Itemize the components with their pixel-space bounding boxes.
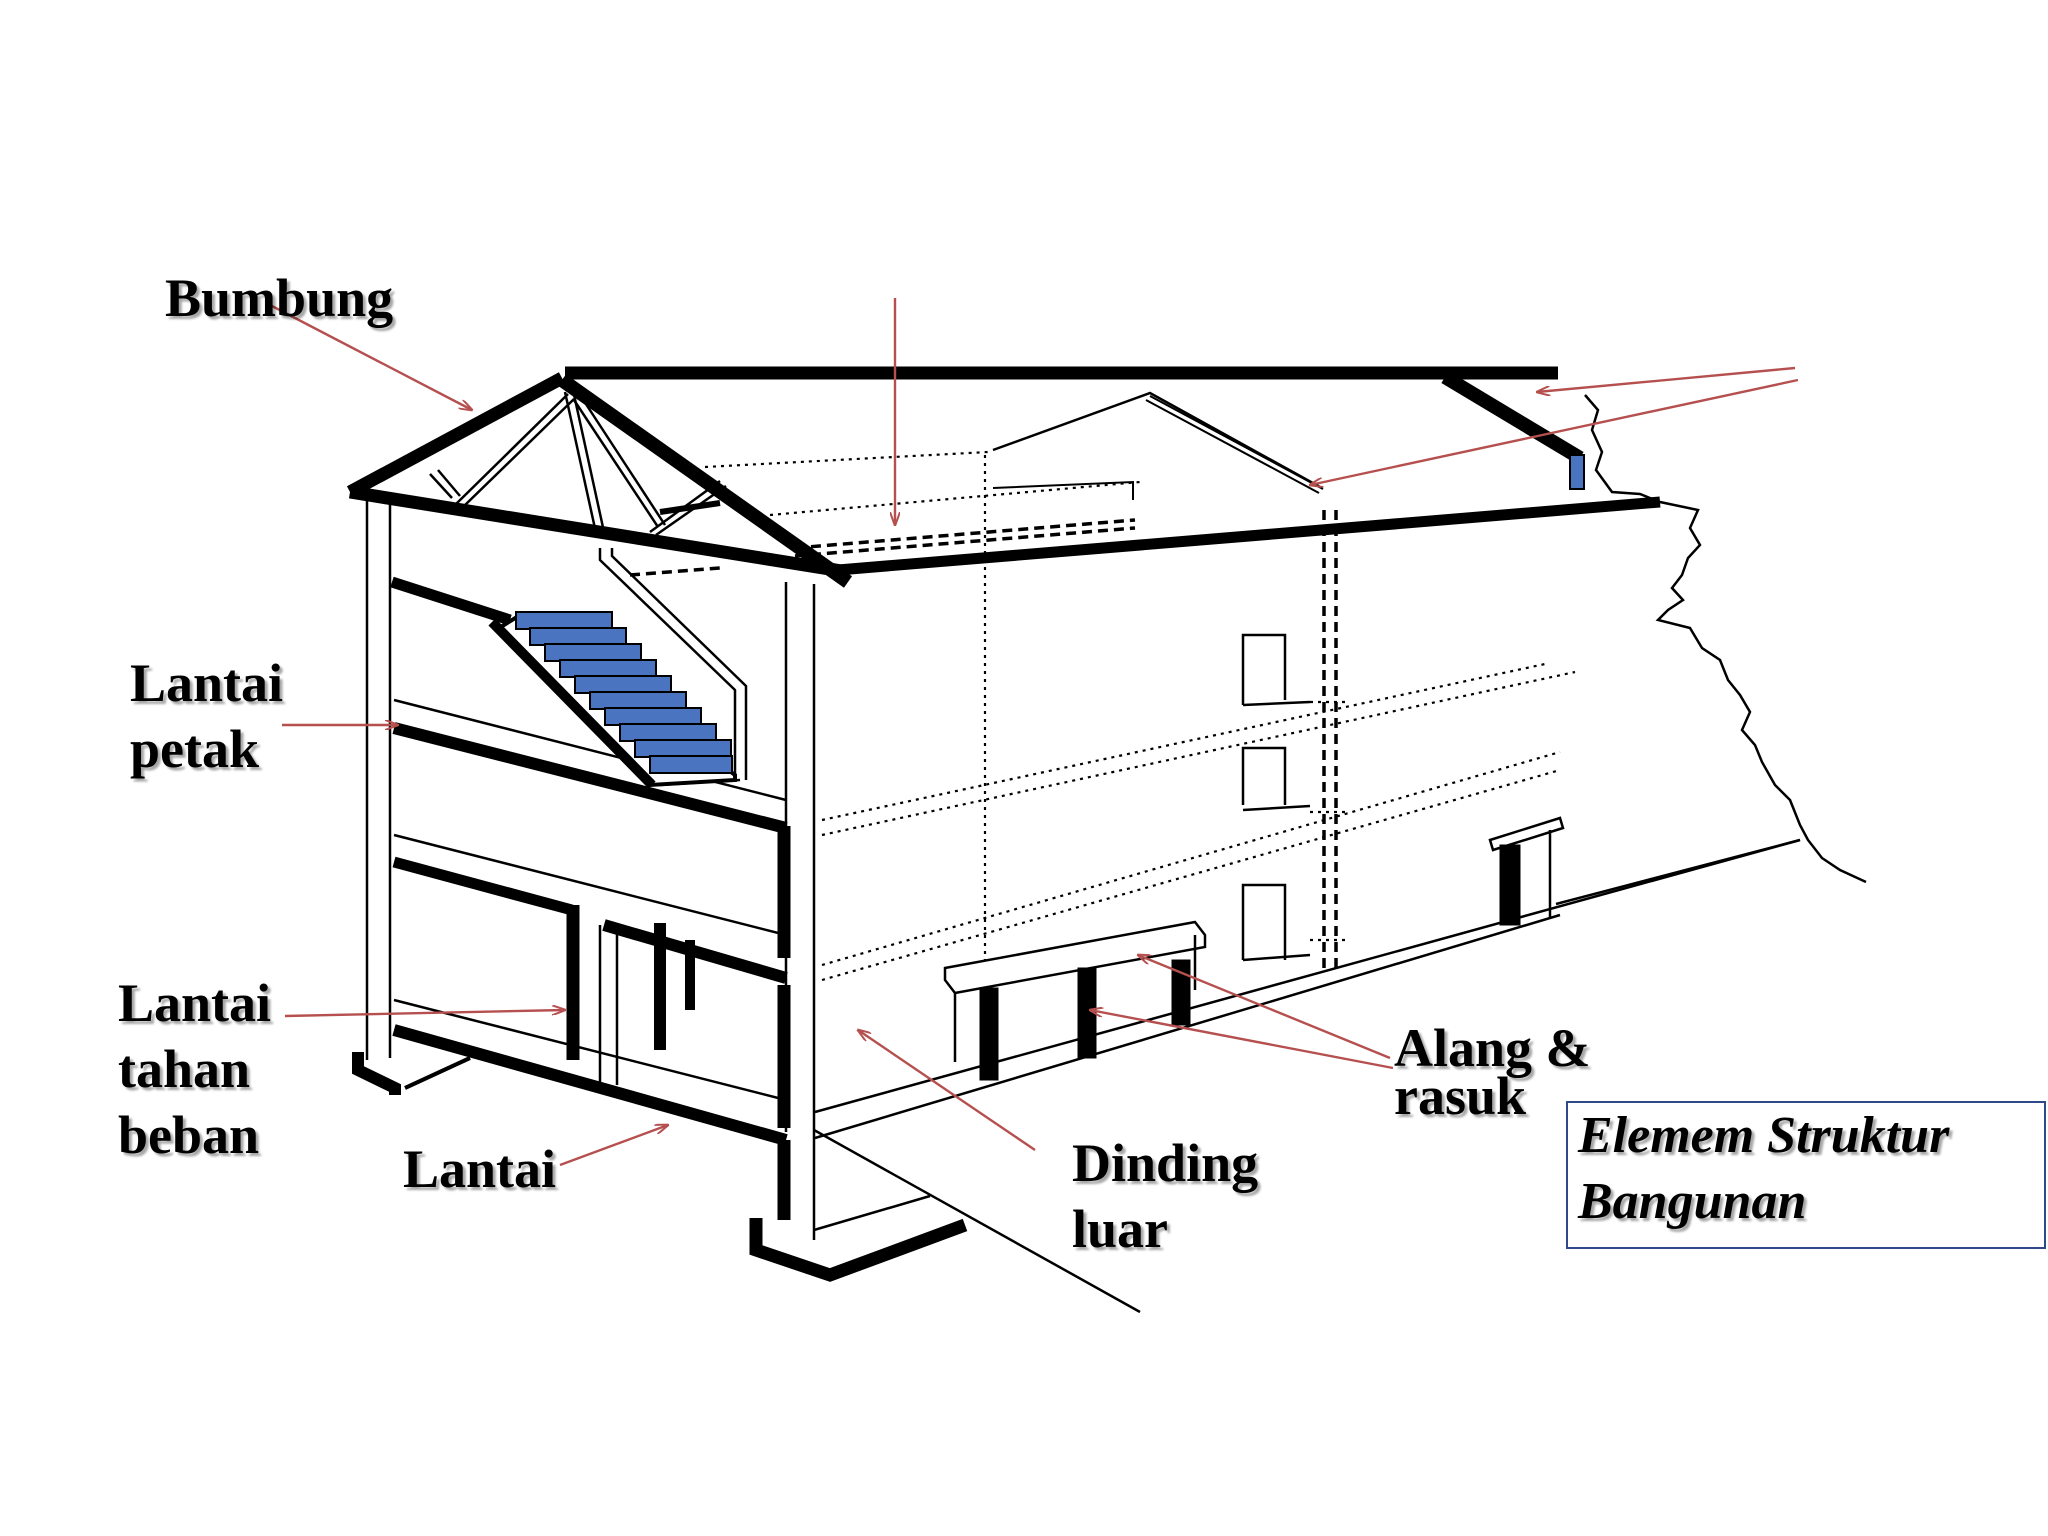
- caption-line2: Bangunan: [1578, 1173, 1807, 1230]
- arrow-bumbung: [269, 303, 472, 410]
- side-wall: [814, 633, 1801, 1140]
- label-lantai-petak-line2: petak: [130, 719, 260, 779]
- arrow-alang-1: [1138, 955, 1391, 1060]
- arrow-lantai: [559, 1125, 668, 1167]
- label-lantai-text: Lantai: [403, 1139, 557, 1199]
- label-lantai-tahan-beban-line2: tahan: [118, 1039, 251, 1099]
- annotation-arrows: [269, 298, 1799, 1167]
- label-lantai-petak: Lantai petak: [130, 650, 283, 782]
- arrow-end-rafter-1: [1537, 366, 1796, 392]
- roof-structure: [346, 366, 1661, 588]
- arrow-lantai-tahan-beban: [284, 1010, 565, 1018]
- label-lantai: Lantai: [403, 1136, 556, 1202]
- label-lantai-tahan-beban-line1: Lantai: [118, 973, 272, 1033]
- label-bumbung: Bumbung: [165, 265, 393, 331]
- label-dinding-luar: Dinding luar: [1072, 1130, 1258, 1262]
- label-alang-rasuk-line1: Alang &: [1394, 1018, 1591, 1078]
- label-lantai-tahan-beban: Lantai tahan beban: [118, 970, 271, 1168]
- ceiling-dashed-beams: [629, 510, 1338, 968]
- beams-columns: [943, 816, 1565, 1081]
- label-lantai-petak-line1: Lantai: [130, 653, 284, 713]
- roof-truss: [429, 389, 727, 537]
- arrow-dinding-luar: [858, 1030, 1036, 1151]
- label-lantai-tahan-beban-line3: beban: [118, 1105, 260, 1165]
- caption-box: Elemem Struktur Bangunan: [1566, 1101, 2046, 1249]
- floor-slabs: [390, 576, 791, 1220]
- torn-edge: [1584, 394, 1867, 884]
- staircase: [488, 548, 748, 789]
- label-alang-rasuk-line2: rasuk: [1394, 1066, 1527, 1126]
- caption-line1: Elemem Struktur: [1578, 1107, 1950, 1164]
- interior-gable: [992, 391, 1324, 500]
- arrow-end-rafter-2: [1310, 378, 1799, 485]
- label-dinding-luar-line1: Dinding: [1072, 1133, 1259, 1193]
- label-alang-rasuk: Alang & rasuk: [1394, 1018, 1591, 1126]
- footings: [352, 1052, 1141, 1314]
- label-bumbung-text: Bumbung: [165, 268, 394, 328]
- label-dinding-luar-line2: luar: [1072, 1199, 1169, 1259]
- arrow-alang-2: [1090, 1010, 1394, 1070]
- dotted-lines: [704, 450, 1576, 982]
